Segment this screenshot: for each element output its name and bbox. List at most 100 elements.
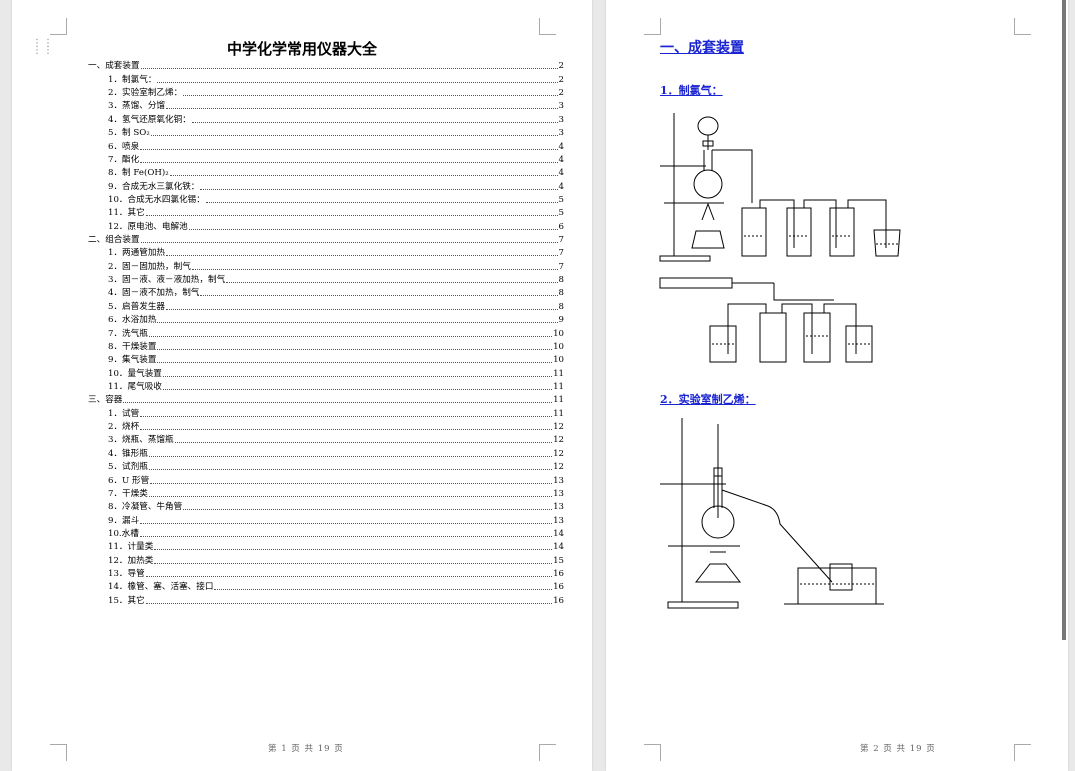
toc-entry-page: 14 — [553, 542, 564, 553]
toc-entry-page: 12 — [553, 448, 564, 459]
toc-leader-dots — [140, 241, 558, 244]
toc-entry[interactable]: 2．实验室制乙烯：2 — [88, 86, 564, 99]
toc-entry-page: 13 — [553, 502, 564, 513]
toc-leader-dots — [183, 94, 558, 97]
toc-entry-label: 8．冷凝管、牛角管 — [108, 502, 183, 513]
toc-entry-page: 11 — [553, 368, 564, 379]
toc-leader-dots — [148, 335, 553, 337]
toc-entry-page: 3 — [558, 128, 564, 139]
toc-entry-label: 9．漏斗 — [108, 515, 140, 526]
toc-entry-page: 12 — [553, 435, 564, 446]
toc-entry-label: 12．原电池、电解池 — [108, 221, 188, 232]
toc-entry[interactable]: 10．量气装置 11 — [88, 366, 564, 379]
toc-entry-page: 7 — [558, 261, 564, 272]
toc-leader-dots — [148, 495, 553, 497]
section-heading[interactable]: 一、成套装置 — [660, 40, 744, 56]
toc-leader-dots — [145, 575, 553, 578]
toc-entry-page: 10 — [553, 328, 564, 339]
toc-entry[interactable]: 7．酯化 4 — [88, 153, 564, 166]
toc-leader-dots — [140, 522, 553, 524]
toc-entry-page: 16 — [553, 569, 564, 580]
toc-leader-dots — [154, 548, 553, 551]
toc-entry-page: 2 — [558, 61, 564, 72]
toc-entry-label: 1．试管 — [108, 408, 140, 419]
toc-leader-dots — [200, 188, 558, 190]
toc-leader-dots — [166, 254, 558, 257]
toc-entry-label: 6．水浴加热 — [108, 315, 157, 326]
toc-entry-page: 7 — [558, 235, 564, 246]
toc-entry-label: 11．尾气吸收 — [108, 381, 162, 392]
toc-entry-page: 3 — [558, 101, 564, 112]
toc-entry-label: 6．喷泉 — [108, 141, 140, 152]
toc-entry-page: 3 — [558, 114, 564, 125]
toc-entry-page: 15 — [553, 555, 564, 566]
toc-entry[interactable]: 1．制氯气：2 — [88, 72, 564, 85]
toc-leader-dots — [166, 308, 558, 310]
margin-corner-mark — [1014, 744, 1031, 761]
toc-leader-dots — [140, 67, 558, 70]
toc-entry-label: 8．干燥装置 — [108, 341, 157, 352]
toc-entry-label: 7．酯化 — [108, 154, 140, 165]
toc-leader-dots — [140, 428, 553, 431]
toc-entry-label: 10．量气装置 — [108, 368, 162, 379]
toc-leader-dots — [191, 121, 558, 123]
margin-corner-mark — [50, 18, 67, 35]
toc-leader-dots — [150, 482, 553, 484]
subsection-heading-ethylene[interactable]: 2．实验室制乙烯： — [660, 393, 756, 406]
toc-entry[interactable]: 12．原电池、电解池 6 — [88, 219, 564, 232]
toc-entry-page: 6 — [558, 221, 564, 232]
toc-entry-page: 4 — [558, 181, 564, 192]
toc-entry-label: 4．固－液不加热，制气 — [108, 288, 200, 299]
toc-entry-label: 10．合成无水四氯化锡： — [108, 194, 205, 205]
toc-entry[interactable]: 8．冷凝管、牛角管 13 — [88, 500, 564, 513]
toc-entry-label: 12．加热类 — [108, 555, 154, 566]
toc-entry-page: 4 — [558, 154, 564, 165]
toc-entry[interactable]: 8．干燥装置 10 — [88, 340, 564, 353]
toc-leader-dots — [162, 388, 553, 390]
toc-leader-dots — [183, 508, 553, 511]
toc-entry-page: 8 — [558, 275, 564, 286]
toc-entry[interactable]: 4．氢气还原氧化铜：3 — [88, 112, 564, 125]
toc-leader-dots — [148, 468, 553, 471]
toc-entry-label: 三、容器 — [88, 395, 123, 406]
toc-entry[interactable]: 10．合成无水四氯化锡：5 — [88, 193, 564, 206]
scrollbar[interactable] — [1062, 0, 1066, 640]
subsection-heading-chlorine[interactable]: 1．制氯气： — [660, 84, 723, 97]
toc-entry[interactable]: 12．加热类 15 — [88, 553, 564, 566]
toc-leader-dots — [226, 281, 558, 284]
toc-entry-page: 10 — [553, 341, 564, 352]
margin-corner-mark — [50, 744, 67, 761]
toc-entry[interactable]: 9．合成无水三氯化铁：4 — [88, 179, 564, 192]
toc-leader-dots — [157, 348, 553, 350]
